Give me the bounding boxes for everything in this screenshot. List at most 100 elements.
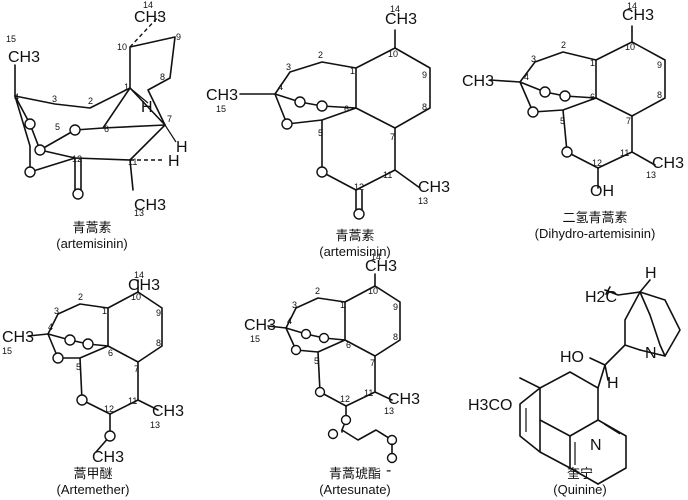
ch3-label: CH3 (365, 258, 397, 275)
atom-number: 7 (626, 116, 631, 126)
atom-number: 6 (590, 92, 595, 102)
h-label: H (645, 265, 657, 282)
atom-number: 14 (143, 0, 153, 10)
ch3-label: CH3 (244, 317, 276, 334)
h-label: H (141, 99, 153, 116)
atom-number: 6 (344, 104, 349, 114)
atom-number: 5 (76, 362, 81, 372)
atom-number: 2 (88, 96, 93, 106)
atom-number: 4 (278, 82, 283, 92)
atom-number: 4 (14, 92, 19, 102)
ch3-label: CH3 (622, 7, 654, 24)
atom-number: 1 (340, 300, 345, 310)
atom-number: 3 (54, 306, 59, 316)
atom-number: 11 (383, 170, 392, 180)
atom-number: 4 (524, 72, 529, 82)
ch3-label: CH3 (8, 49, 40, 66)
atom-number: 12 (340, 394, 350, 404)
atom-number: 5 (318, 128, 323, 138)
ch3-label: CH3 (92, 449, 124, 466)
atom-number: 13 (134, 208, 144, 218)
atom-number: 11 (128, 157, 137, 167)
atom-number: 11 (620, 148, 629, 158)
atom-number: 14 (627, 1, 637, 11)
artemisinin-3d-structure: CH3 14 CH3 15 CH3 H H H 10 9 8 4 3 2 1 7… (6, 0, 188, 251)
atom-number: 3 (52, 94, 57, 104)
atom-number: 5 (560, 116, 565, 126)
atom-number: 6 (104, 124, 109, 134)
atom-number: 7 (134, 364, 139, 374)
compound-name-cn: 蒿甲醚 (73, 466, 112, 481)
compound-name-cn: 二氢青蒿素 (562, 210, 627, 225)
atom-number: 12 (72, 154, 82, 164)
compound-name-cn: 青蒿琥酯 (329, 466, 381, 481)
ch3-label: CH3 (134, 9, 166, 26)
atom-number: 2 (315, 286, 320, 296)
h-label: H (176, 139, 188, 156)
atom-number: 10 (388, 49, 398, 59)
artemether-structure: CH3 14 CH3 15 CH3 CH3 10 9 8 1 2 3 4 6 5… (2, 270, 184, 497)
atom-number: 7 (370, 358, 375, 368)
compound-name-en: (Artesunate) (319, 482, 391, 497)
compound-name-en: (Dihydro-artemisinin) (535, 226, 656, 241)
ch3-label: CH3 (152, 403, 184, 420)
oh-label: OH (590, 183, 614, 200)
atom-number: 12 (354, 182, 364, 192)
atom-number: 6 (346, 340, 351, 350)
artemisinin-structure: CH3 14 CH3 15 CH3 10 9 8 1 2 3 4 6 5 7 1… (206, 4, 450, 259)
atom-number: 15 (6, 34, 16, 44)
atom-number: 10 (117, 42, 127, 52)
compound-name-cn: 青蒿素 (335, 228, 374, 243)
atom-number: 15 (250, 334, 260, 344)
atom-number: 14 (390, 4, 400, 14)
atom-number: 8 (657, 90, 662, 100)
atom-number: 8 (393, 332, 398, 342)
compound-name-en: (Artemether) (57, 482, 130, 497)
atom-number: 9 (657, 60, 662, 70)
n-label: N (590, 437, 602, 454)
compound-name-en: (Quinine) (553, 482, 606, 497)
atom-number: 15 (2, 346, 12, 356)
atom-number: 13 (646, 170, 656, 180)
atom-number: 4 (287, 316, 292, 326)
atom-number: 9 (176, 32, 181, 42)
atom-number: 15 (216, 104, 226, 114)
artesunate-structure: CH3 14 CH3 15 CH3 - 10 9 8 1 2 3 4 6 5 7… (244, 252, 420, 497)
compound-name-en: (artemisinin) (56, 236, 128, 251)
compound-name-cn: 青蒿素 (72, 220, 111, 235)
atom-number: 13 (418, 196, 428, 206)
atom-number: 8 (422, 102, 427, 112)
ch3-label: CH3 (388, 391, 420, 408)
atom-number: 9 (156, 308, 161, 318)
h2c-label: H2C (585, 289, 617, 306)
atom-number: 3 (292, 300, 297, 310)
atom-number: 8 (156, 338, 161, 348)
ch3-label: CH3 (462, 73, 494, 90)
atom-number: 2 (318, 50, 323, 60)
atom-number: 13 (384, 406, 394, 416)
atom-number: 1 (124, 82, 129, 92)
compound-name-cn: 奎宁 (567, 466, 593, 481)
atom-number: 3 (286, 62, 291, 72)
atom-number: 11 (128, 396, 137, 406)
atom-number: 6 (108, 348, 113, 358)
atom-number: 7 (167, 114, 172, 124)
atom-number: 2 (78, 292, 83, 302)
atom-number: 12 (104, 404, 114, 414)
atom-number: 10 (368, 286, 378, 296)
atom-number: 9 (393, 302, 398, 312)
atom-number: 12 (592, 158, 602, 168)
atom-number: 1 (350, 66, 355, 76)
h-label: H (607, 375, 619, 392)
compound-name-en: (artemisinin) (319, 244, 391, 259)
atom-number: 7 (390, 132, 395, 142)
atom-number: 5 (55, 122, 60, 132)
atom-number: 1 (102, 306, 107, 316)
dihydroartemisinin-structure: CH3 14 CH3 CH3 OH 10 9 8 1 2 3 4 6 5 7 1… (462, 1, 684, 241)
ch3-label: CH3 (134, 197, 166, 214)
ch3-label: CH3 (2, 329, 34, 346)
atom-number: 4 (48, 322, 53, 332)
atom-number: 8 (160, 72, 165, 82)
atom-number: 10 (131, 292, 141, 302)
